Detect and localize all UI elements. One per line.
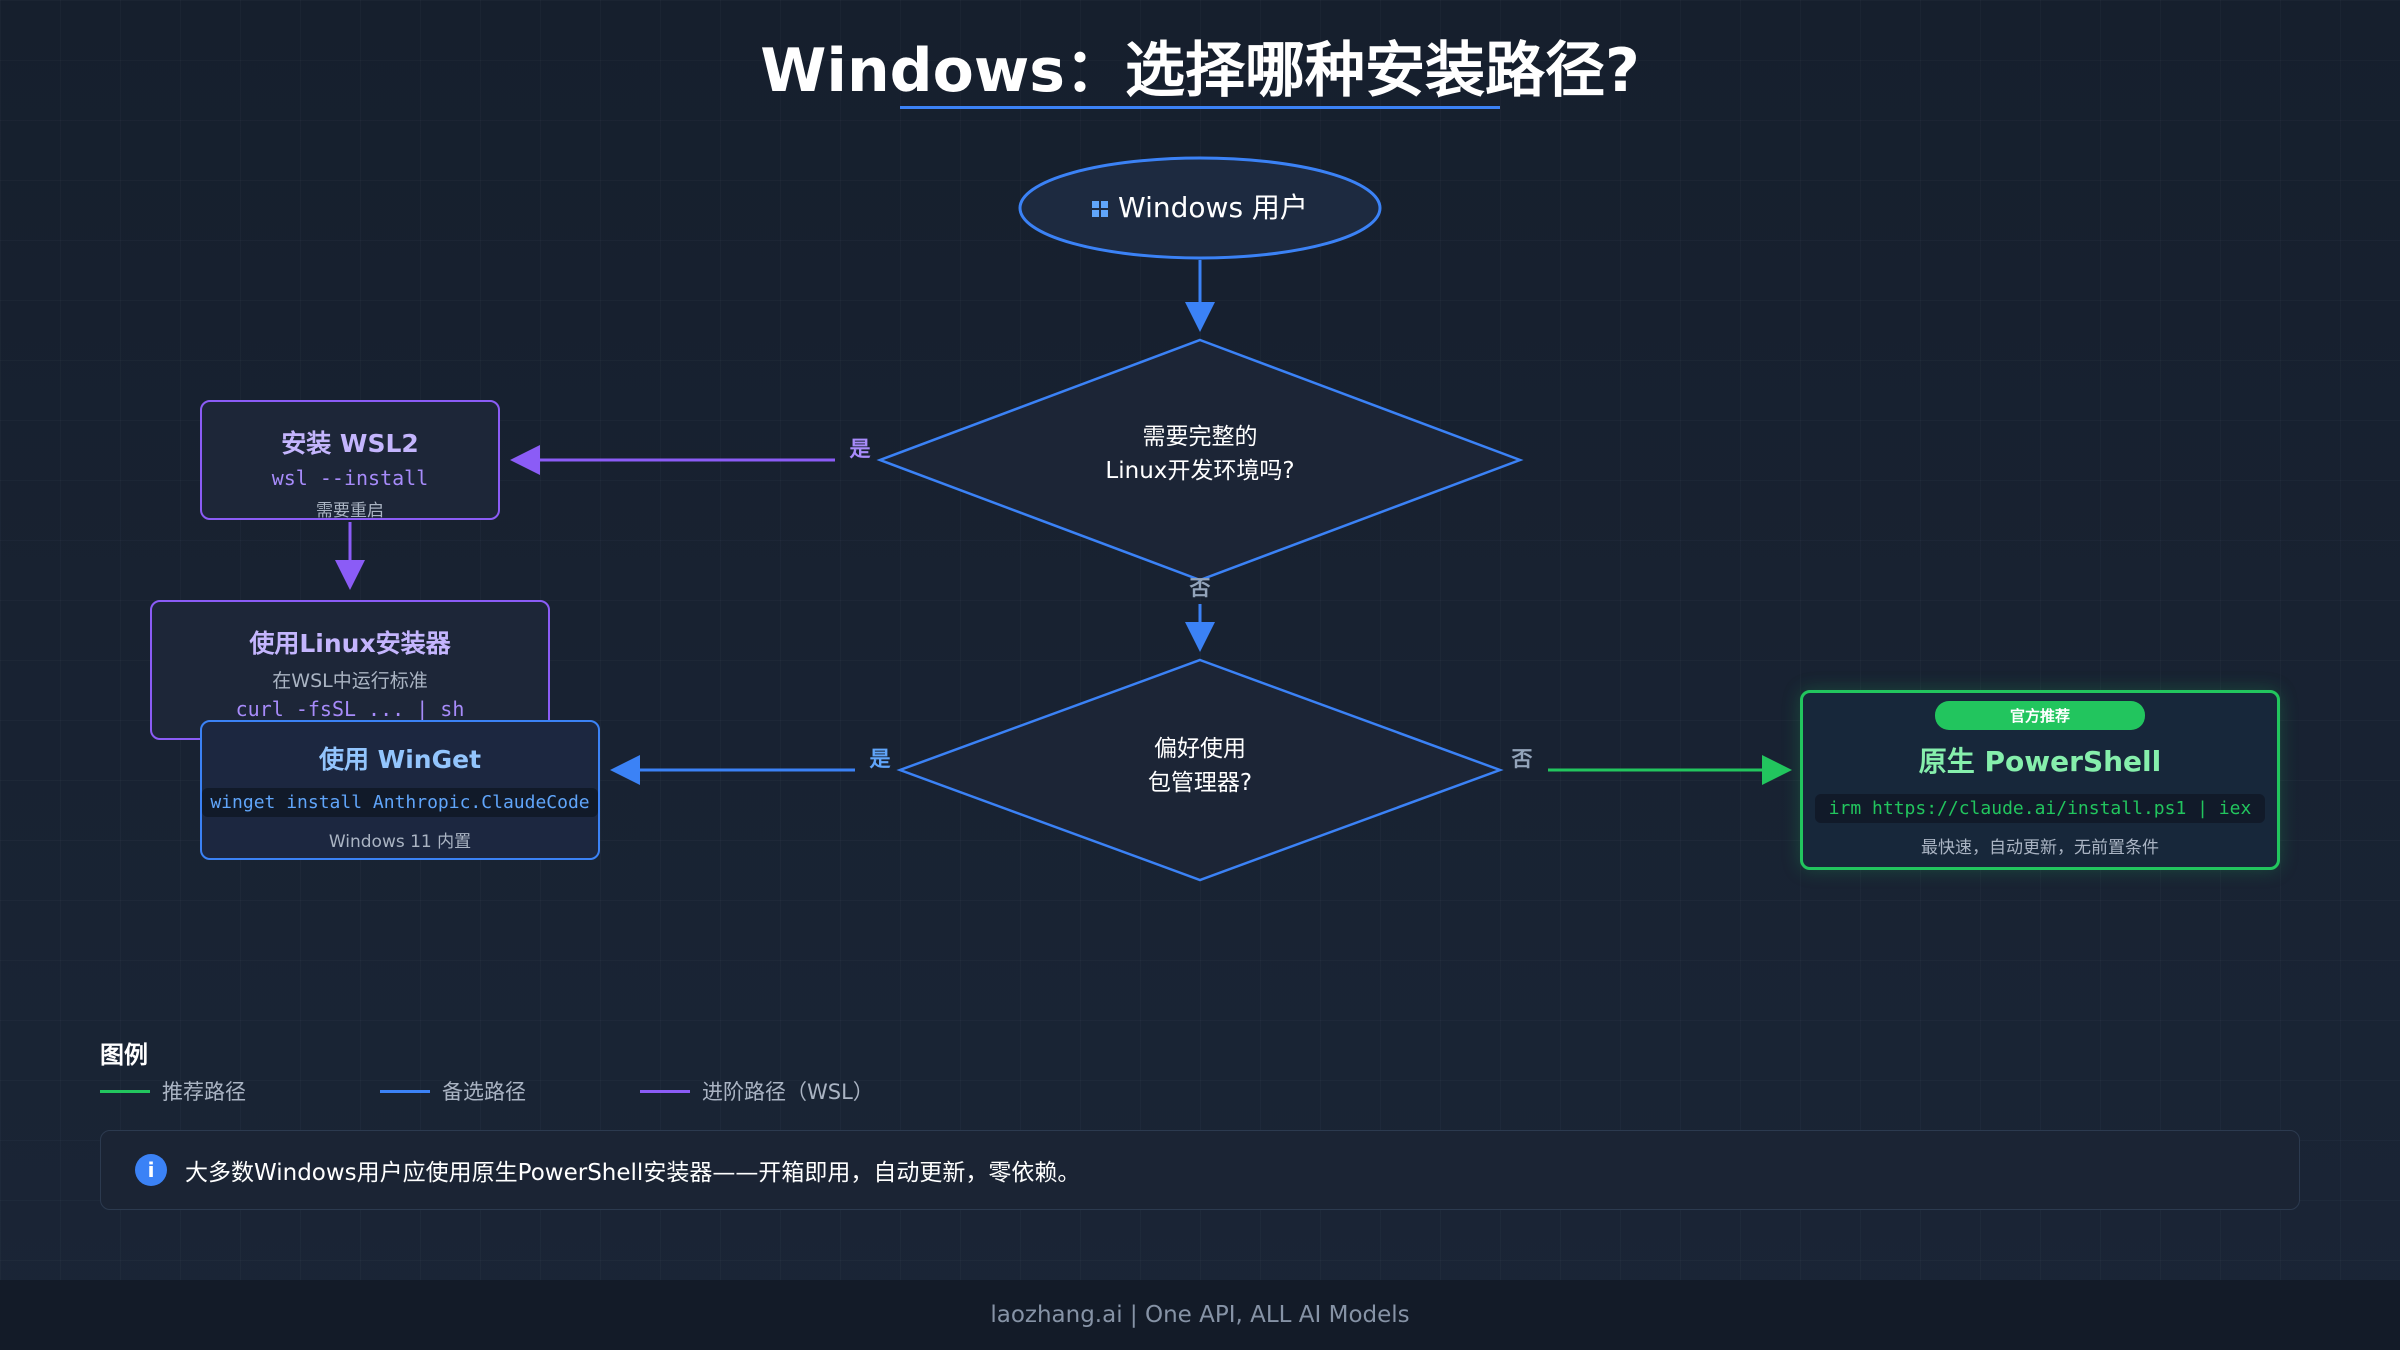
legend-swatch-purple: [640, 1089, 690, 1093]
windows-logo-icon: [1092, 201, 1109, 217]
legend-label: 进阶路径（WSL）: [702, 1080, 874, 1104]
winget-title: 使用 WinGet: [318, 745, 482, 774]
edge-label-linux-yes: 是: [849, 437, 871, 461]
legend-title: 图例: [100, 1041, 148, 1069]
powershell-note: 最快速，自动更新，无前置条件: [1921, 838, 2159, 858]
winget-box: 使用 WinGet winget install Anthropic.Claud…: [200, 720, 600, 860]
linux-installer-box: 使用Linux安装器 在WSL中运行标准 curl -fsSL ... | sh: [150, 600, 550, 740]
linux-installer-note: 在WSL中运行标准: [272, 670, 428, 692]
legend-swatch-green: [100, 1089, 150, 1093]
linux-installer-code: curl -fsSL ... | sh: [235, 697, 465, 721]
title-underline: [900, 106, 1500, 109]
decision-linux-line1: 需要完整的: [1142, 424, 1258, 450]
start-node-ellipse: [1018, 156, 1382, 260]
decision-linux-diamond: [876, 338, 1524, 582]
info-note-text: 大多数Windows用户应使用原生PowerShell安装器——开箱即用，自动更…: [185, 1160, 1081, 1186]
powershell-code: irm https://claude.ai/install.ps1 | iex: [1814, 794, 2266, 823]
install-wsl2-note: 需要重启: [316, 501, 384, 521]
decision-pkg-line2: 包管理器?: [1147, 770, 1253, 796]
powershell-title: 原生 PowerShell: [1918, 745, 2162, 778]
winget-note: Windows 11 内置: [328, 832, 472, 852]
page-title: Windows：选择哪种安装路径?: [760, 36, 1640, 106]
edge-label-pkg-no: 否: [1511, 747, 1533, 771]
powershell-box: 官方推荐 原生 PowerShell irm https://claude.ai…: [1800, 690, 2280, 870]
decision-pkg-text: 偏好使用 包管理器?: [1040, 732, 1360, 800]
recommended-badge: 官方推荐: [1935, 701, 2145, 730]
linux-installer-title: 使用Linux安装器: [249, 629, 451, 658]
legend-label: 备选路径: [442, 1080, 526, 1104]
legend-item-alternative: 备选路径: [380, 1076, 526, 1106]
footer: laozhang.ai | One API, ALL AI Models: [0, 1280, 2400, 1350]
install-wsl2-title: 安装 WSL2: [281, 429, 419, 458]
footer-text: laozhang.ai | One API, ALL AI Models: [990, 1302, 1410, 1328]
decision-pkg-line1: 偏好使用: [1154, 736, 1246, 762]
edge-label-linux-no: 否: [1189, 576, 1211, 600]
legend-item-advanced: 进阶路径（WSL）: [640, 1076, 874, 1106]
decision-pkg-diamond: [896, 658, 1504, 882]
edge-label-pkg-yes: 是: [869, 747, 891, 771]
start-node: Windows 用户: [1040, 186, 1360, 226]
flowchart-canvas: [335, 156, 1792, 882]
legend-swatch-blue: [380, 1089, 430, 1093]
install-wsl2-code: wsl --install: [271, 466, 429, 490]
install-wsl2-box: 安装 WSL2 wsl --install 需要重启: [200, 400, 500, 521]
info-note: i 大多数Windows用户应使用原生PowerShell安装器——开箱即用，自…: [100, 1130, 2300, 1210]
legend-item-recommended: 推荐路径: [100, 1076, 246, 1106]
decision-linux-text: 需要完整的 Linux开发环境吗?: [1040, 420, 1360, 488]
legend-label: 推荐路径: [162, 1080, 246, 1104]
info-icon: i: [135, 1154, 167, 1186]
winget-code: winget install Anthropic.ClaudeCode: [202, 788, 598, 817]
start-node-label: Windows 用户: [1118, 191, 1308, 224]
decision-linux-line2: Linux开发环境吗?: [1105, 458, 1295, 484]
